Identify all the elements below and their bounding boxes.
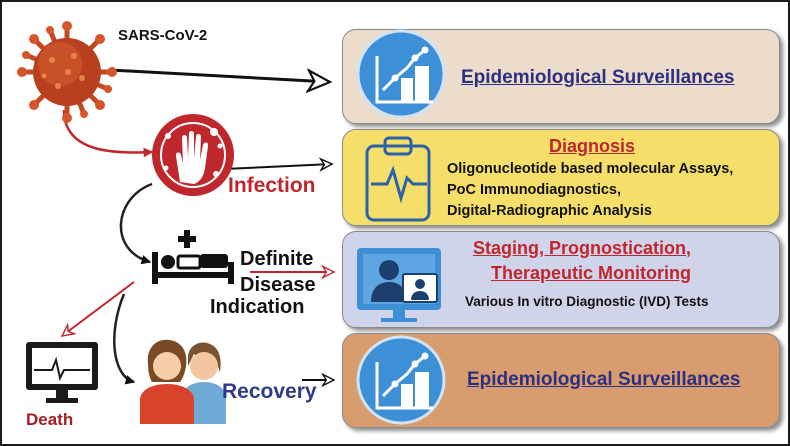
diagnosis-method-3: Digital-Radiographic Analysis bbox=[447, 203, 652, 219]
surveillance-bottom-title: Epidemiological Surveillances bbox=[467, 369, 741, 390]
ecg-monitor-flatline-icon bbox=[26, 342, 98, 403]
staging-box: Staging, Prognostication, Therapeutic Mo… bbox=[342, 231, 780, 328]
recovery-label: Recovery bbox=[222, 380, 317, 403]
patient-in-bed-icon bbox=[152, 230, 234, 284]
staging-subtitle: Various In vitro Diagnostic (IVD) Tests bbox=[465, 294, 709, 309]
arrow-infection-to-disease bbox=[119, 182, 153, 265]
sars-cov-2-virus-icon bbox=[17, 21, 117, 123]
clipboard-ecg-icon bbox=[365, 136, 431, 222]
disease-label-line-3: Indication bbox=[210, 296, 305, 318]
bar-chart-trend-icon bbox=[356, 29, 446, 119]
diagnosis-methods: Oligonucleotide based molecular Assays, … bbox=[447, 159, 733, 222]
disease-label-line-2: Disease bbox=[240, 274, 316, 296]
arrow-virus-to-surveillance bbox=[109, 70, 330, 82]
disease-label-line-1: Definite bbox=[240, 248, 314, 270]
virus-label: SARS-CoV-2 bbox=[118, 27, 208, 44]
bar-chart-trend-icon bbox=[356, 335, 446, 425]
diagnosis-box: Diagnosis Oligonucleotide based molecula… bbox=[342, 129, 780, 226]
disease-label: Definite Disease bbox=[240, 246, 316, 298]
recovered-people-icon bbox=[140, 339, 226, 424]
surveillance-box-top: Epidemiological Surveillances bbox=[342, 29, 780, 124]
diagnosis-title: Diagnosis bbox=[549, 136, 636, 156]
infection-label: Infection bbox=[228, 174, 316, 197]
diagnosis-method-2: PoC Immunodiagnostics, bbox=[447, 182, 622, 198]
staging-title: Staging, Prognostication, Therapeutic Mo… bbox=[473, 236, 691, 286]
surveillance-top-title: Epidemiological Surveillances bbox=[461, 67, 735, 88]
arrow-infection-to-diagnosis bbox=[223, 164, 332, 169]
diagnosis-method-1: Oligonucleotide based molecular Assays, bbox=[447, 161, 734, 177]
arrow-disease-to-recovery bbox=[113, 293, 136, 385]
surveillance-box-bottom: Epidemiological Surveillances bbox=[342, 333, 780, 428]
infected-hand-icon bbox=[152, 114, 234, 196]
arrow-disease-to-death bbox=[62, 281, 135, 336]
death-label: Death bbox=[26, 410, 74, 429]
telemedicine-doctor-icon bbox=[357, 248, 441, 322]
staging-title-line-1: Staging, Prognostication, bbox=[473, 238, 692, 258]
staging-title-line-2: Therapeutic Monitoring bbox=[491, 263, 691, 283]
